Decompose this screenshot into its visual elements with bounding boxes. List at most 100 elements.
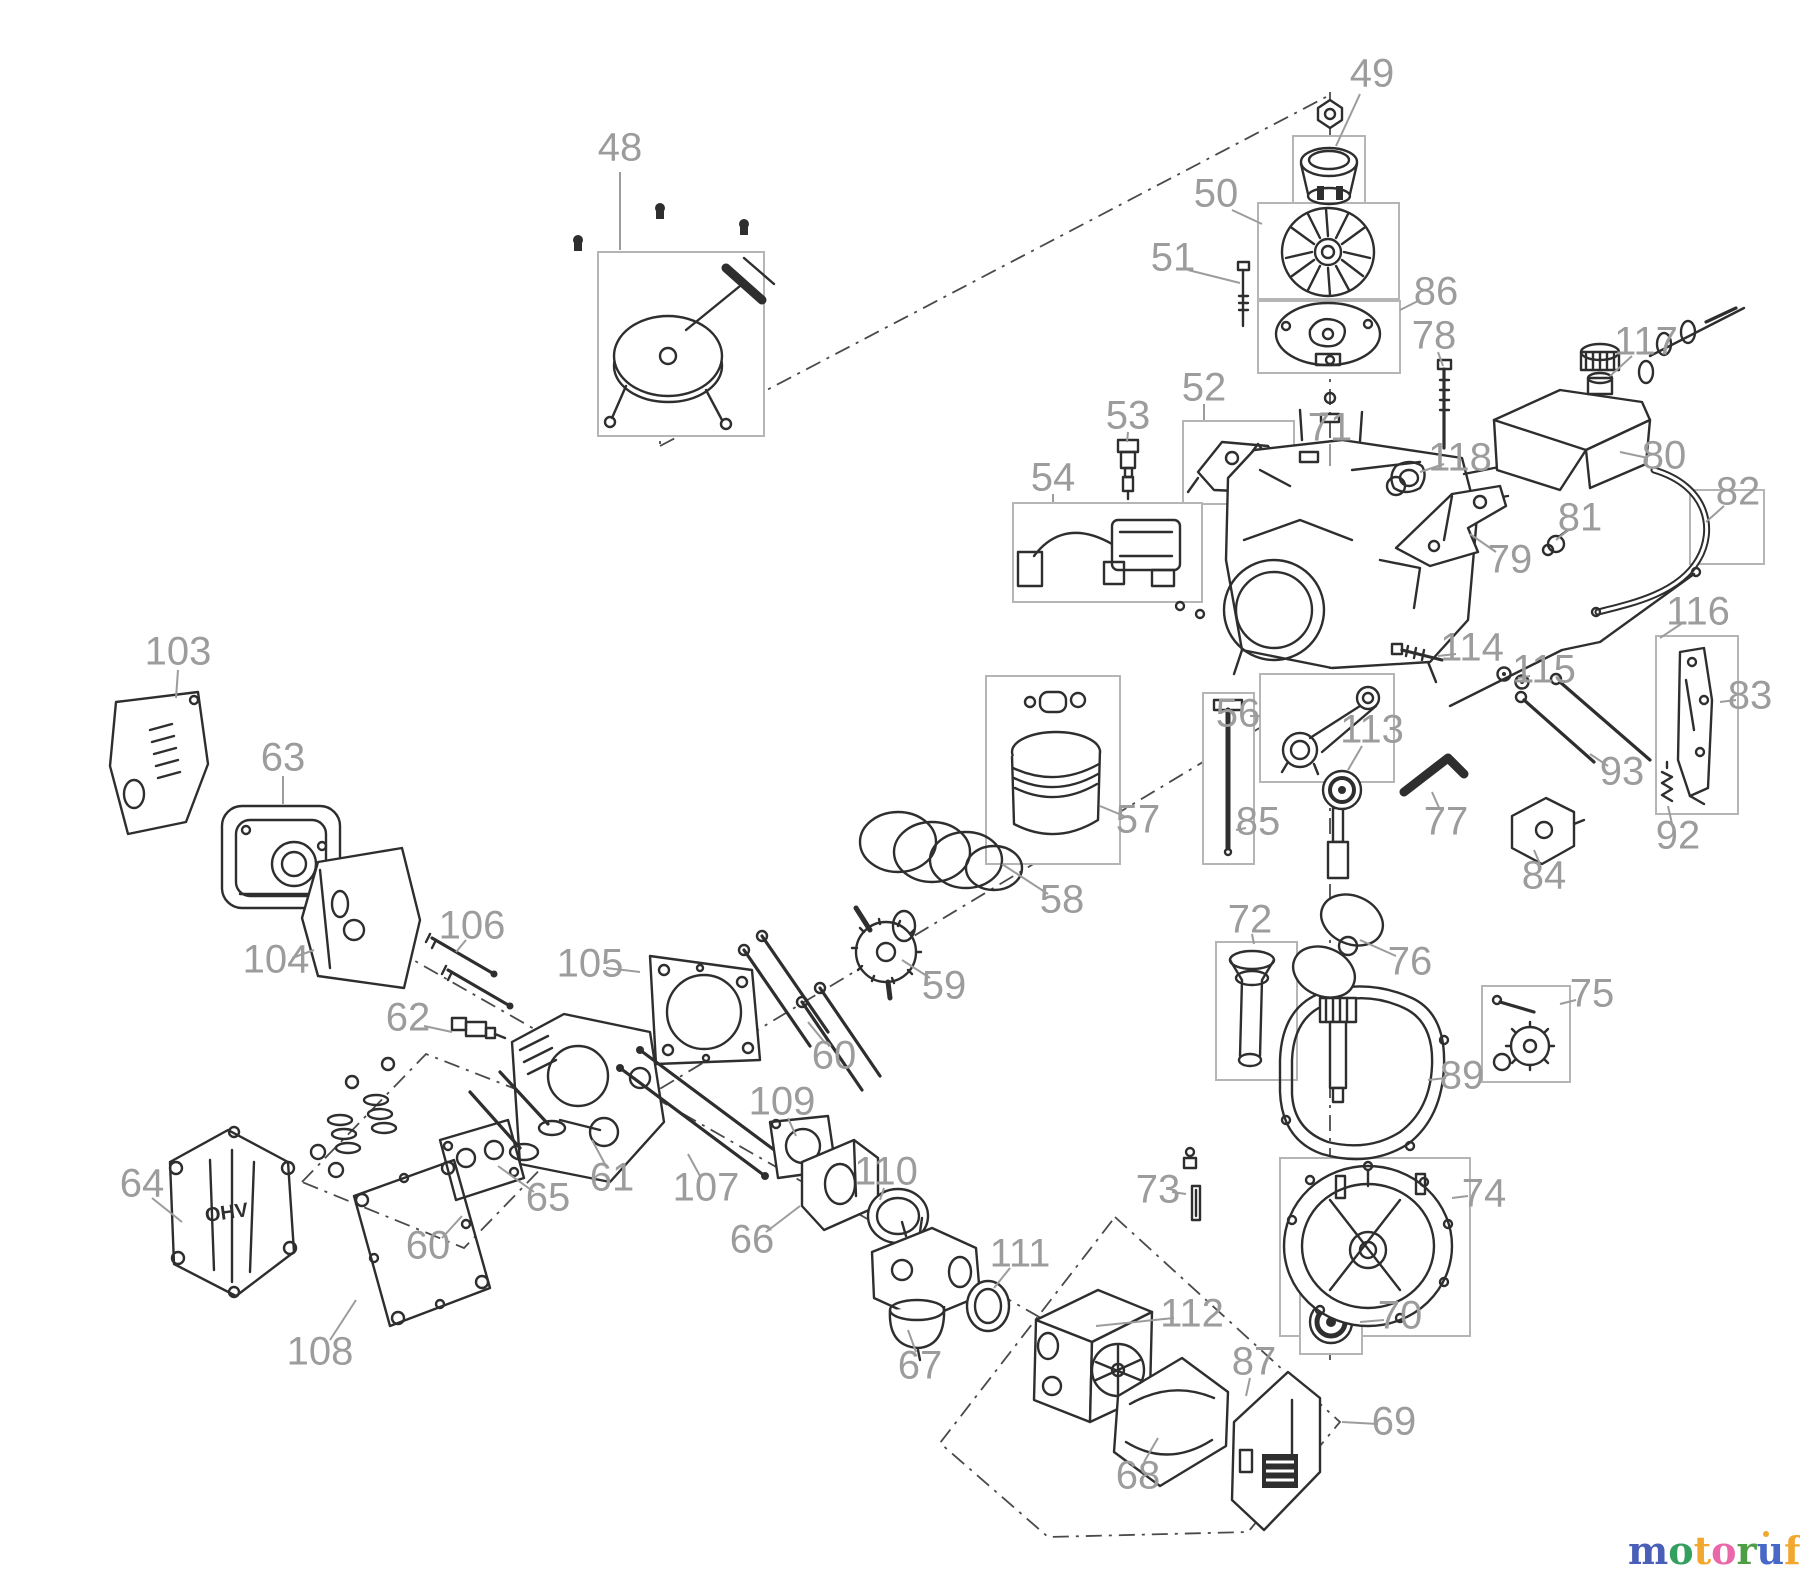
part-label-79-31: 79 — [1488, 538, 1533, 582]
part-label-107-47: 107 — [673, 1166, 740, 1210]
part-leader-112-52 — [1095, 1317, 1175, 1327]
part-leader-73-25 — [1171, 1191, 1187, 1195]
motoruf-logo: motoruf.de — [1628, 1528, 1800, 1573]
part-label-114-54: 114 — [1440, 626, 1504, 670]
hex-key-sketch — [1399, 753, 1469, 797]
part-label-68-20: 68 — [1116, 1454, 1161, 1498]
part-label-103-43: 103 — [145, 630, 212, 674]
axis-starter-diagonal — [659, 96, 1327, 447]
piston-rings-sketch — [858, 810, 1024, 892]
part-leader-117-57 — [1609, 355, 1633, 377]
part-label-109-49: 109 — [749, 1080, 816, 1124]
part-leader-50-2 — [1231, 209, 1263, 225]
part-leader-107-47 — [687, 1153, 701, 1177]
part-label-76-28: 76 — [1388, 940, 1433, 984]
part-leader-72-24 — [1251, 933, 1255, 945]
part-label-113-53: 113 — [1340, 708, 1404, 752]
part-leader-60-11 — [807, 1021, 827, 1045]
governor-gear-sketch — [1491, 994, 1556, 1072]
part-label-77-29: 77 — [1424, 800, 1469, 844]
part-leader-105-45 — [605, 967, 641, 973]
upper-bearing-sketch — [1321, 769, 1363, 811]
group-boxes — [597, 135, 1765, 1355]
cylinder-head-sketch — [510, 1012, 666, 1184]
part-label-53-5: 53 — [1106, 394, 1151, 438]
muffler-sketch — [220, 804, 342, 910]
part-label-56-7: 56 — [1216, 692, 1261, 736]
part-leader-108-48 — [329, 1299, 357, 1341]
part-leader-83-35 — [1719, 699, 1737, 703]
part-label-115-55: 115 — [1512, 648, 1576, 692]
part-label-105-45: 105 — [557, 942, 624, 986]
air-cleaner-cover-sketch — [1230, 1370, 1322, 1532]
part-leader-93-42 — [1589, 753, 1609, 767]
part-label-80-32: 80 — [1642, 434, 1687, 478]
part-leader-116-56 — [1659, 621, 1685, 639]
valve-cover-sketch: OHV — [168, 1125, 298, 1299]
part-label-60-12: 60 — [406, 1224, 451, 1268]
connecting-rod-sketch — [1280, 685, 1381, 776]
part-leader-114-54 — [1437, 653, 1457, 657]
part-sketches: OHV — [108, 98, 1746, 1532]
part-leader-62-14 — [423, 1025, 453, 1033]
motoruf-logo-text: motoruf.de — [1628, 1528, 1800, 1573]
part-leader-85-37 — [1235, 827, 1247, 831]
flywheel-fan-sketch — [1280, 206, 1376, 298]
part-leader-115-55 — [1517, 675, 1531, 679]
long-bolt-sketch — [1436, 358, 1453, 450]
part-label-69-21: 69 — [1372, 1400, 1417, 1444]
sump-gasket-sketch — [1278, 982, 1450, 1161]
part-leader-111-51 — [993, 1267, 1011, 1289]
part-leader-76-28 — [1359, 939, 1397, 957]
part-label-112-52: 112 — [1160, 1292, 1224, 1336]
part-leader-118-58 — [1419, 463, 1445, 473]
part-leader-103-43 — [175, 669, 179, 699]
spark-adapter-sketch — [450, 1016, 507, 1040]
part-label-104-44: 104 — [243, 938, 310, 982]
oil-pin-sketch — [1182, 1146, 1202, 1222]
rubber-cap-icon — [573, 203, 749, 251]
part-leader-82-34 — [1705, 505, 1725, 523]
part-leader-79-31 — [1469, 533, 1497, 553]
part-leader-70-22 — [1359, 1319, 1385, 1323]
part-leader-68-20 — [1143, 1437, 1159, 1463]
control-plate-sketch — [1676, 646, 1714, 806]
part-label-71-23: 71 — [1308, 406, 1353, 450]
part-label-93-42: 93 — [1600, 750, 1645, 794]
part-leader-89-40 — [1427, 1077, 1447, 1081]
part-leader-77-29 — [1431, 791, 1441, 811]
part-label-62-14: 62 — [386, 996, 431, 1040]
part-label-57-8: 57 — [1116, 798, 1161, 842]
logo-dot-icon — [1763, 1531, 1769, 1537]
part-label-61-13: 61 — [590, 1156, 635, 1200]
heat-shield-sketch — [300, 846, 422, 990]
part-leader-58-9 — [1001, 863, 1049, 895]
fuel-tank-sketch — [1492, 306, 1746, 492]
part-leader-60-12 — [441, 1215, 463, 1239]
part-label-52-4: 52 — [1182, 366, 1227, 410]
part-leader-53-5 — [1126, 431, 1129, 443]
outline-air-cleaner-group — [938, 1215, 1342, 1538]
choke-rod-sketch — [1448, 566, 1702, 708]
part-label-78-30: 78 — [1412, 314, 1457, 358]
part-leader-59-10 — [901, 959, 931, 979]
part-label-111-51: 111 — [990, 1232, 1051, 1276]
part-leader-57-8 — [1099, 805, 1125, 817]
part-label-116-56: 116 — [1666, 590, 1730, 634]
part-label-63-15: 63 — [261, 736, 306, 780]
part-leader-109-49 — [787, 1117, 797, 1137]
part-leader-104-44 — [291, 949, 315, 959]
filter-element-sketch — [1112, 1356, 1230, 1488]
part-label-86-38: 86 — [1414, 270, 1459, 314]
part-label-117-57: 117 — [1614, 320, 1678, 364]
push-rods-sketch — [616, 1046, 789, 1180]
fuel-hose-sketch — [1590, 466, 1711, 618]
part-leader-66-18 — [765, 1205, 801, 1233]
part-label-83-35: 83 — [1728, 674, 1773, 718]
flywheel-nut-cup-sketch — [1299, 98, 1359, 206]
part-label-49-1: 49 — [1350, 52, 1395, 96]
part-leader-75-27 — [1559, 999, 1577, 1005]
rocker-plate-sketch — [438, 1118, 526, 1202]
part-label-74-26: 74 — [1462, 1172, 1507, 1216]
spark-plug-sketch — [1116, 438, 1140, 501]
